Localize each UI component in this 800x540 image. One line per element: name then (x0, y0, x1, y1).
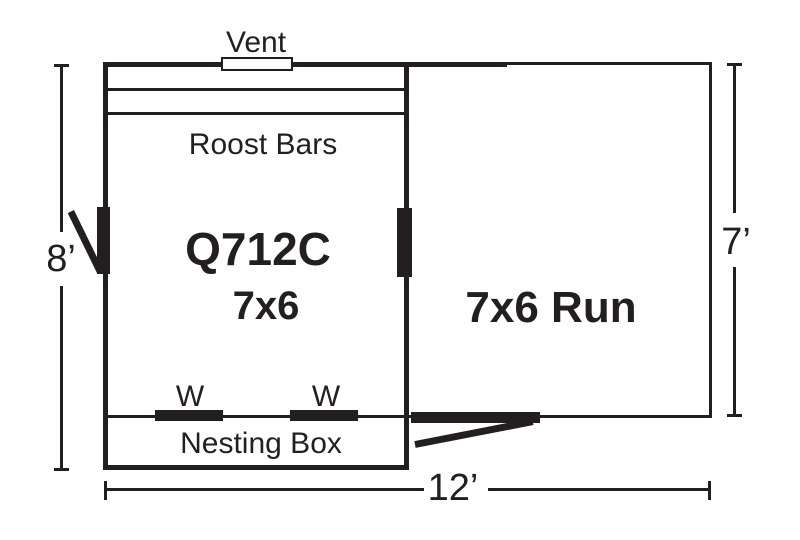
coop-run-pop-door (397, 208, 412, 277)
coop-model-label: Q712C (185, 223, 331, 275)
vent-opening (221, 57, 293, 71)
roost-bars-label: Roost Bars (188, 128, 338, 161)
left-dim-line-lower (60, 286, 63, 471)
left-dim-line-upper (60, 64, 63, 232)
roost-bar-line-2 (108, 112, 404, 115)
window-2 (290, 410, 358, 421)
right-dim-label: 7’ (721, 221, 751, 263)
nesting-box-divider (108, 415, 404, 418)
bottom-dim-label: 12’ (427, 467, 479, 509)
right-dim-line-lower (733, 267, 736, 417)
bottom-dim-line-right (488, 488, 710, 491)
left-dim-label: 8’ (46, 238, 76, 280)
run-right-wall (709, 62, 712, 418)
coop-bottom-wall (103, 465, 409, 470)
bottom-dim-line-left (104, 488, 424, 491)
left-door (97, 207, 110, 274)
right-dim-tick-bottom (727, 414, 742, 417)
roost-bar-line-1 (108, 88, 404, 91)
run-label: 7x6 Run (465, 283, 637, 332)
run-top-wall (507, 62, 712, 65)
nesting-box-label: Nesting Box (180, 427, 342, 460)
window-2-label: W (311, 380, 341, 413)
left-dim-tick-bottom (54, 468, 69, 471)
window-1 (155, 410, 223, 421)
bottom-dim-tick-right (708, 481, 711, 500)
coop-size-label: 7x6 (232, 284, 300, 328)
run-door (411, 412, 540, 423)
window-1-label: W (175, 380, 205, 413)
right-dim-line-upper (733, 63, 736, 213)
run-bottom-wall (409, 415, 709, 418)
coop-top-wall (103, 62, 507, 67)
